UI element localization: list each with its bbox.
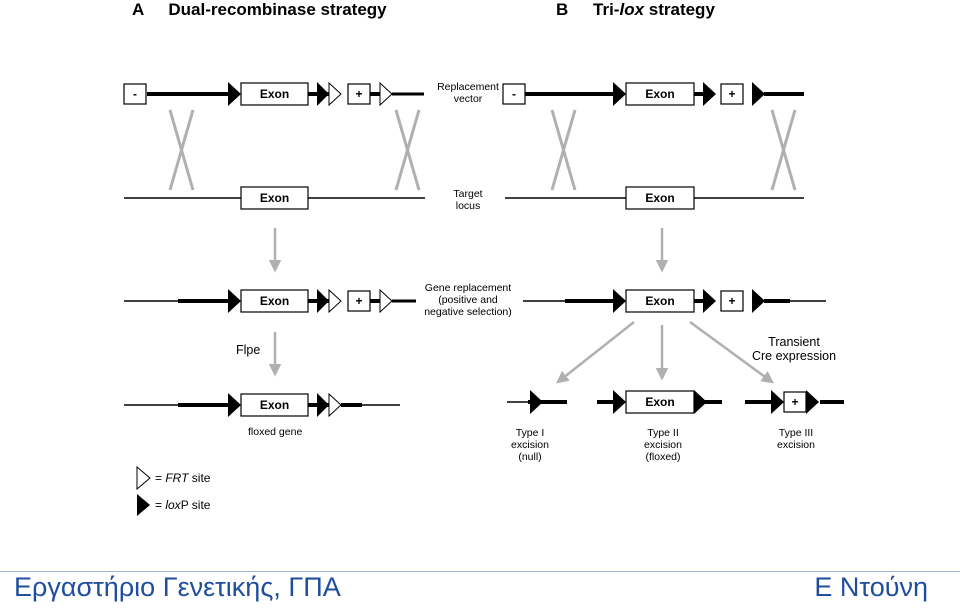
footer-left-text: Εργαστήριο Γενετικής, ΓΠΑ (14, 572, 341, 602)
exon-box (240, 82, 309, 106)
panel-a-gene-replacement (124, 288, 416, 314)
minus-label: - (133, 87, 137, 101)
legend-frt-icon (136, 465, 151, 491)
panel-b-title: B Tri-lox strategy (556, 0, 715, 20)
gene-replacement-label: Gene replacement (positive and negative … (424, 282, 512, 318)
loxp-site-icon (317, 393, 329, 417)
footer-right-text: Ε Ντούνη (814, 572, 928, 602)
panel-a-crossovers (168, 109, 421, 191)
flpe-label: Flpe (236, 343, 261, 357)
frt-site-icon (328, 288, 342, 314)
exon-label: Exon (259, 398, 290, 412)
exon-box (240, 393, 309, 417)
diagram-graphics (123, 81, 844, 516)
loxp-site-icon (703, 82, 716, 106)
exon-label: Exon (645, 87, 675, 101)
exon-box (625, 186, 695, 210)
panel-b-target-locus (505, 186, 804, 210)
panel-b-title-text: Tri-lox strategy (593, 0, 715, 19)
type-iii-excision-construct (745, 390, 844, 414)
positive-selection-box (347, 83, 371, 105)
frt-site-icon (328, 392, 342, 418)
loxp-site-icon (317, 289, 329, 313)
type-i-excision-construct (507, 390, 567, 414)
positive-selection-box (347, 290, 371, 312)
panel-a-letter: A (132, 0, 144, 19)
exon-label: Exon (259, 294, 290, 308)
type-ii-excision-label: Type II excision (floxed) (644, 427, 682, 463)
minus-label: - (512, 87, 516, 101)
panel-a-title-text: Dual-recombinase strategy (168, 0, 387, 19)
positive-selection-box (720, 83, 744, 105)
target-locus-label: Target locus (453, 188, 483, 212)
loxp-site-icon (694, 390, 707, 414)
type-i-excision-label: Type I excision (null) (511, 427, 549, 463)
legend-frt-label: = FRT site (155, 471, 211, 485)
plus-label: + (728, 294, 736, 308)
frt-site-icon (379, 288, 393, 314)
exon-box (625, 289, 695, 313)
loxp-site-icon (530, 390, 543, 414)
frt-site-icon (379, 81, 393, 107)
panel-b-letter: B (556, 0, 569, 19)
panel-b-replacement-vector (502, 82, 804, 106)
exon-box (625, 82, 695, 106)
exon-label: Exon (645, 191, 675, 205)
exon-label: Exon (259, 191, 290, 205)
transient-cre-label: Transient Cre expression (751, 335, 837, 363)
negative-selection-box (502, 83, 526, 105)
exon-label: Exon (645, 395, 675, 409)
plus-label: + (791, 395, 799, 409)
loxp-site-icon (771, 390, 784, 414)
exon-box (240, 289, 309, 313)
frt-site-icon (328, 81, 342, 107)
loxp-site-icon (613, 82, 626, 106)
exon-label: Exon (645, 294, 675, 308)
loxp-site-icon (613, 289, 626, 313)
positive-selection-box (720, 290, 744, 312)
loxp-site-icon (806, 390, 819, 414)
plus-label: + (355, 294, 363, 308)
panel-a-floxed-gene (124, 392, 400, 418)
panel-b-gene-replacement (523, 289, 826, 313)
footer-divider (0, 571, 960, 572)
exon-box (240, 186, 309, 210)
negative-selection-box (123, 83, 147, 105)
panel-a-replacement-vector (123, 81, 424, 107)
legend-loxp-icon (137, 494, 150, 516)
plus-label: + (728, 87, 736, 101)
loxp-site-icon (228, 393, 241, 417)
legend-loxp-label: = loxP site (155, 498, 211, 512)
type-iii-excision-label: Type III excision (777, 427, 815, 451)
panel-a-title: A Dual-recombinase strategy (132, 0, 387, 20)
loxp-site-icon (703, 289, 716, 313)
cre-arrows (556, 320, 775, 384)
type-ii-excision-construct (597, 390, 722, 414)
plus-label: + (355, 87, 363, 101)
loxp-site-icon (752, 82, 765, 106)
loxp-site-icon (613, 390, 626, 414)
panel-a-target-locus (124, 186, 425, 210)
loxp-site-icon (228, 289, 241, 313)
exon-label: Exon (259, 87, 290, 101)
panel-b-crossovers (550, 109, 797, 191)
replacement-vector-label: Replacement vector (437, 81, 499, 105)
loxp-site-icon (752, 289, 765, 313)
loxp-site-icon (317, 82, 329, 106)
loxp-site-icon (228, 82, 241, 106)
floxed-gene-label: floxed gene (248, 426, 303, 438)
